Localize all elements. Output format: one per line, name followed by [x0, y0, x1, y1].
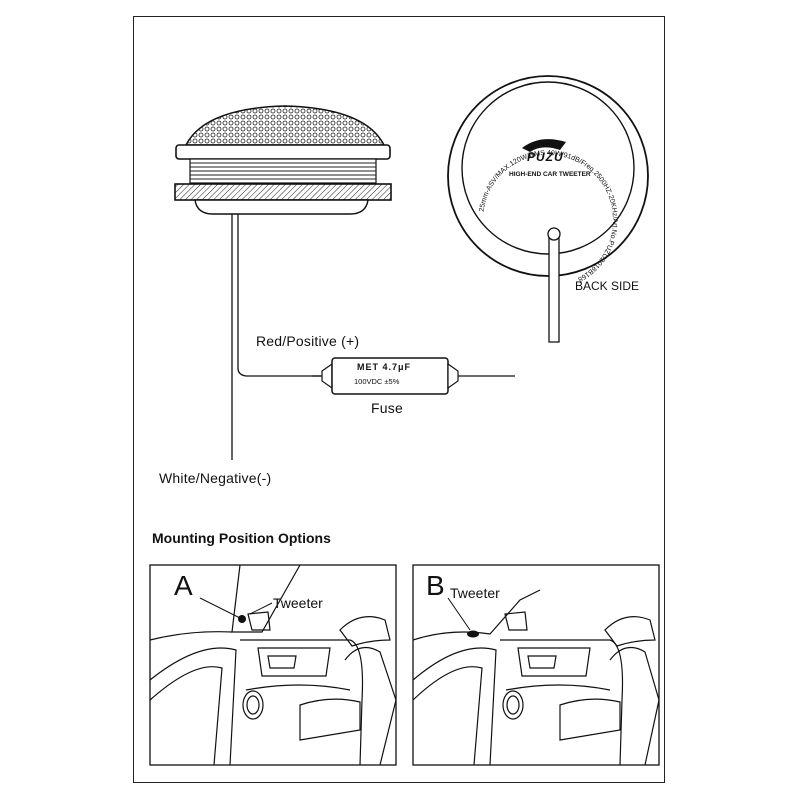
tweeter-back-view: [447, 75, 649, 343]
negative-wire-label: White/Negative(-): [159, 470, 272, 486]
tweeter-threads: [190, 162, 376, 180]
capacitor-fuse: [321, 357, 459, 395]
tweeter-dome-grille: [184, 105, 386, 146]
back-cable: [548, 232, 560, 343]
tweeter-lock-nut: [174, 183, 392, 201]
option-b-tweeter-label: Tweeter: [450, 585, 500, 601]
positive-wire: [237, 214, 322, 377]
option-a-tweeter-label: Tweeter: [273, 595, 323, 611]
back-product-name: HIGH-END CAR TWEETER: [509, 171, 591, 178]
capacitor-rating: 100VDC ±5%: [354, 377, 400, 386]
tweeter-position-a-marker: [238, 615, 246, 623]
back-brand-name: PUZU: [527, 150, 564, 164]
mounting-panel-a: [149, 564, 397, 766]
option-a-letter: A: [174, 570, 193, 601]
tweeter-side-view: [174, 105, 392, 215]
fuse-label: Fuse: [371, 400, 403, 416]
wiring-lines: [231, 214, 515, 460]
option-b-letter: B: [426, 570, 445, 601]
mounting-section-title: Mounting Position Options: [152, 530, 331, 546]
capacitor-value: MET 4.7μF: [357, 362, 412, 372]
puzu-logo-icon: [522, 139, 566, 152]
positive-wire-label: Red/Positive (+): [256, 333, 360, 349]
mounting-panel-b: [412, 564, 660, 766]
back-side-label: BACK SIDE: [575, 279, 640, 293]
tweeter-position-b-marker: [467, 630, 479, 638]
tweeter-flange: [175, 144, 391, 160]
